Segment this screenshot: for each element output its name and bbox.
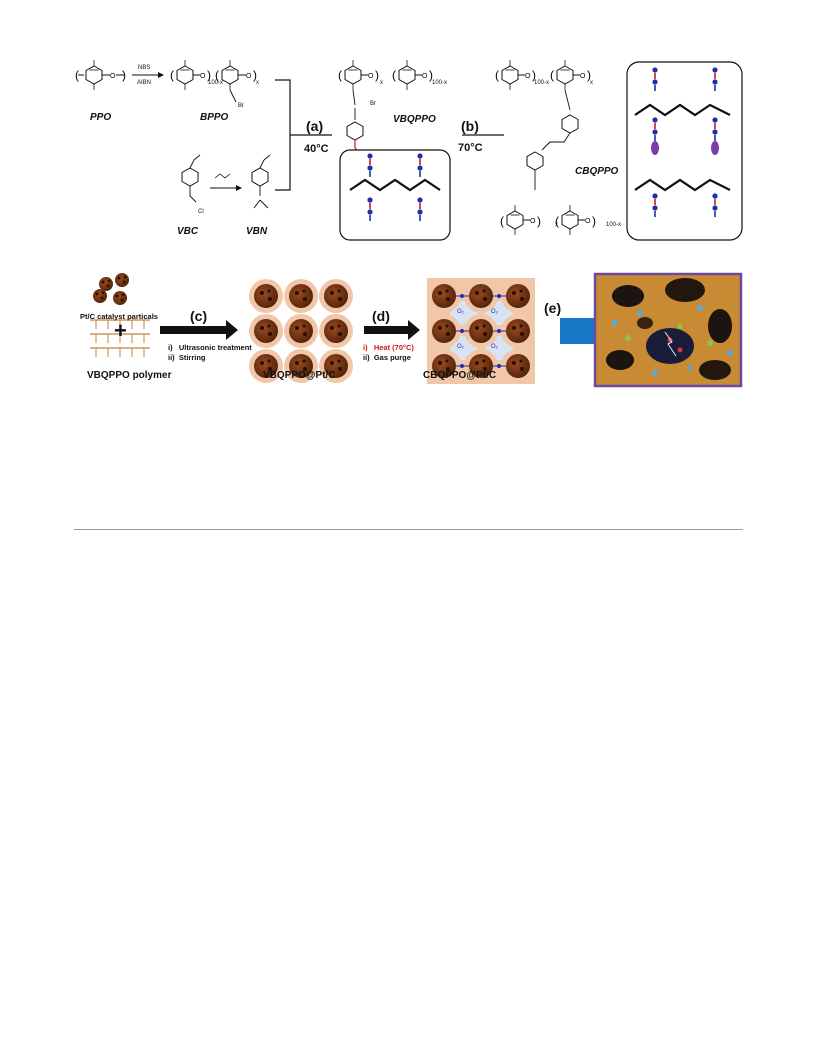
o2-label-2: O₂ [491,309,498,315]
subscript-cbqppo-x: x [590,80,593,86]
label-vbn: VBN [246,226,268,237]
reagent-cl: Cl [198,209,204,215]
cbqppo-inset [626,61,743,241]
polymer-label: VBQPPO polymer [87,370,172,381]
vbqppo-inset [339,149,451,241]
bppo-structure: ( O ) ( O ) [170,59,257,103]
step-a-temp: 40°C [304,143,329,155]
ppo-structure: O ( ) [75,59,126,91]
cbqppo-structure: ( O ) ( O ) ( O ) ( O ) [495,59,596,236]
product1-label: VBQPPO@Pt/C [263,370,336,381]
svg-text:O: O [200,73,206,80]
arrow-c [160,320,238,340]
step-c-label: (c) [190,308,208,324]
step-d-cond1: i) Heat (70°C) [363,343,414,352]
o2-label-1: O₂ [457,309,464,315]
step-c-cond1: i) Ultrasonic treatment [168,343,252,352]
svg-text:): ) [532,68,536,82]
svg-text:O: O [368,73,374,80]
subscript-cbqppo-100x: 100-x [534,80,550,86]
svg-text:): ) [207,68,211,82]
svg-text:): ) [253,68,257,82]
reagent-br-bppo: Br [238,103,244,109]
product2-label: CBQPPO@Pt/C [423,370,497,381]
vbc-structure [181,154,201,203]
svg-text:O: O [110,73,116,80]
subscript-vbqppo-x: x [380,80,383,86]
svg-text:(: ( [550,68,554,82]
join-bracket [275,79,291,191]
svg-text:): ) [122,68,126,82]
reagent-br-vbqppo: Br [370,101,376,107]
svg-text:(: ( [555,214,559,228]
vbqppo-structure: ( O ) ( O ) [338,59,433,155]
svg-text:): ) [537,214,541,228]
o2-label-3: O₂ [457,344,464,350]
step-d-cond2: ii) Gas purge [363,353,411,362]
bottom-process-scheme [89,272,743,388]
amine-arrow [210,173,242,191]
step-a-label: (a) [306,118,324,134]
label-vbc: VBC [177,226,199,237]
svg-text:(: ( [500,214,504,228]
reagent-aibn: AIBN [137,80,152,86]
svg-text:): ) [429,68,433,82]
svg-text:): ) [587,68,591,82]
svg-text:(: ( [338,68,342,82]
arrow-d [364,320,420,340]
label-vbqppo: VBQPPO [393,114,436,125]
subscript-cbqppo-100x-lower: 100-x [606,222,622,228]
subscript-bppo-100x: 100-x [208,80,224,86]
vbn-structure [251,154,271,209]
top-reaction-scheme: O ( ) ( O ) ( O ) [75,59,743,241]
step-c-cond2: ii) Stirring [168,353,206,362]
step-b-temp: 70°C [458,142,483,154]
svg-text:O: O [525,73,531,80]
label-cbqppo: CBQPPO [575,166,619,177]
pt-c-catalyst-clusters [93,273,129,305]
svg-text:O: O [422,73,428,80]
label-ppo: PPO [90,112,112,123]
svg-text:(: ( [215,68,219,82]
reagent-nbs: NBS [138,65,151,71]
svg-text:O: O [585,218,591,225]
nbs-arrow [132,72,164,78]
subscript-bppo-x: x [256,80,259,86]
svg-text:O: O [530,218,536,225]
porous-electrode-illustration [593,272,743,388]
step-d-label: (d) [372,308,390,324]
step-e-label: (e) [544,300,562,316]
catalyst-label: Pt/C catalyst particals [80,312,158,321]
o2-label-4: O₂ [491,344,498,350]
subscript-vbqppo-100x: 100-x [432,80,448,86]
svg-text:): ) [592,214,596,228]
svg-text:(: ( [495,68,499,82]
step-b-label: (b) [461,118,479,134]
svg-text:(: ( [392,68,396,82]
svg-text:O: O [246,73,252,80]
cbqppo-pt-c-grid [427,278,535,384]
page-separator [74,529,743,530]
svg-text:): ) [375,68,379,82]
label-bppo: BPPO [200,112,229,123]
svg-text:(: ( [75,68,79,82]
svg-text:O: O [580,73,586,80]
vbqppo-pt-c-grid [249,279,353,383]
subscript-cbqppo-x-lower: x [555,222,558,228]
svg-text:(: ( [170,68,174,82]
plus-sign: + [114,318,127,343]
